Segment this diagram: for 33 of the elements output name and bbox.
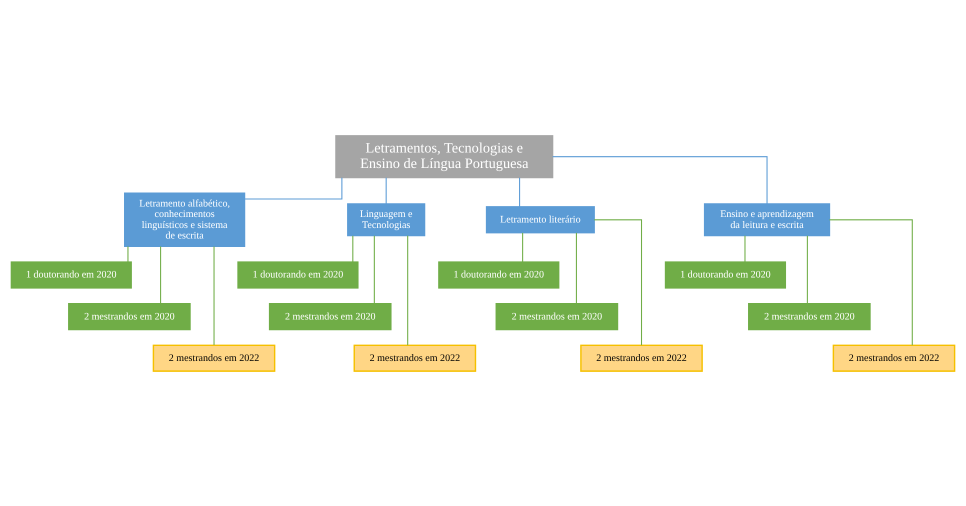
connector — [213, 246, 215, 344]
node-box: 1 doutorando em 2020 — [237, 260, 359, 288]
node-box: 2 mestrandos em 2020 — [268, 302, 392, 330]
node-box: Ensino e aprendizagem da leitura e escrita — [704, 202, 830, 236]
node-box: 1 doutorando em 2020 — [664, 260, 786, 288]
connector — [244, 177, 342, 200]
connector — [594, 218, 642, 345]
node-box: Letramento literário — [486, 206, 595, 233]
connector — [522, 232, 524, 262]
node-box: Letramento alfabético, conhecimentos linguísticos e sistema de escrita — [124, 192, 246, 247]
node-box: Letramentos, Tecnologias e Ensino de Língua Portuguesa — [335, 134, 554, 178]
connector — [352, 235, 354, 262]
node-box: 2 mestrandos em 2022 — [832, 344, 956, 372]
node-box: 2 mestrandos em 2020 — [496, 302, 618, 330]
connector — [576, 232, 577, 303]
connector — [829, 218, 913, 345]
connector — [374, 235, 375, 304]
connector — [127, 246, 128, 262]
node-box: 2 mestrandos em 2020 — [68, 302, 191, 330]
connector — [552, 156, 768, 204]
node-box: 2 mestrandos em 2022 — [152, 344, 276, 372]
connector — [386, 177, 387, 204]
node-box: 2 mestrandos em 2022 — [580, 344, 703, 372]
node-box: 1 doutorando em 2020 — [438, 260, 560, 288]
node-box: 2 mestrandos em 2022 — [354, 344, 476, 372]
node-box: Linguagem e Tecnologias — [347, 202, 426, 236]
connector — [160, 246, 162, 304]
connector — [407, 235, 408, 345]
node-box: 2 mestrandos em 2020 — [748, 302, 871, 330]
connector — [519, 177, 520, 206]
node-box: 1 doutorando em 2020 — [10, 260, 132, 288]
connector — [744, 235, 746, 262]
connector — [806, 235, 808, 304]
